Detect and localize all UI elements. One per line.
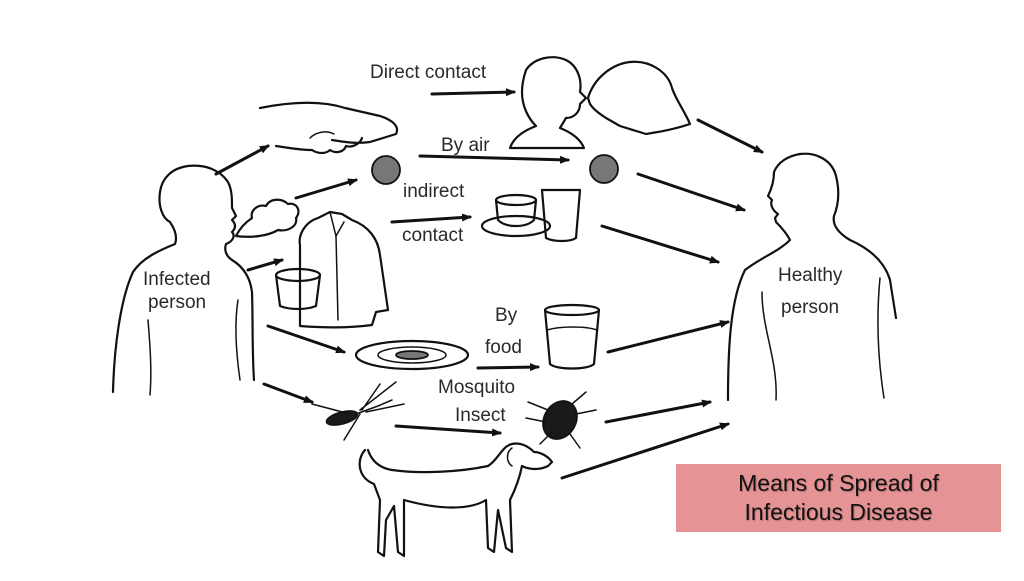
- arrow-insect-to-healthy: [604, 399, 712, 424]
- label-by: By: [495, 305, 518, 326]
- arrow-dog-to-healthy: [560, 422, 730, 480]
- label-indirect: indirect: [403, 181, 465, 202]
- dog-icon: [358, 442, 554, 558]
- label-by-air: By air: [441, 135, 490, 156]
- arrow-to-mosquito: [262, 382, 314, 404]
- cough-cloud-icon: [234, 198, 300, 238]
- label-direct-contact: Direct contact: [370, 62, 487, 83]
- cup-saucer-icon: [480, 193, 552, 238]
- arrow-to-clothing: [246, 258, 284, 272]
- arrow-food-to-healthy: [606, 320, 730, 354]
- arrow-direct-contact: [430, 88, 516, 97]
- mosquito-icon: [311, 381, 405, 441]
- infected-person-icon: [111, 164, 256, 396]
- kissing-couple-icon: [508, 56, 692, 150]
- arrow-to-plate: [266, 324, 346, 354]
- beetle-icon: [525, 391, 597, 449]
- handshake-icon: [258, 101, 399, 155]
- arrow-to-handshake: [214, 144, 270, 176]
- arrow-indirect-contact: [390, 213, 472, 224]
- arrow-to-air-particle: [294, 178, 358, 200]
- droplet-particle-icon: [371, 154, 619, 185]
- label-insect: Insect: [455, 405, 506, 426]
- label-infected-person: person: [148, 292, 207, 313]
- diagram-title-line-1: Means of Spread of: [738, 470, 939, 496]
- diagram-title-line-2: Infectious Disease: [744, 499, 933, 525]
- water-glass-icon: [543, 303, 601, 370]
- label-healthy-person: person: [781, 297, 840, 318]
- label-healthy: Healthy: [778, 265, 843, 286]
- arrows: [214, 88, 764, 480]
- arrow-direct-to-healthy: [696, 118, 764, 154]
- arrow-air-to-healthy: [636, 172, 746, 212]
- plate-icon: [354, 339, 470, 371]
- healthy-person-icon: [726, 152, 898, 402]
- label-contact: contact: [402, 225, 464, 246]
- diagram-title-box: Means of Spread of Infectious Disease: [676, 464, 1001, 532]
- label-mosquito: Mosquito: [438, 377, 516, 398]
- label-infected: Infected: [143, 269, 211, 290]
- arrow-by-air: [418, 154, 570, 164]
- arrow-insect: [394, 424, 502, 437]
- arrow-indirect-to-healthy: [600, 224, 720, 264]
- clothing-icon: [298, 210, 390, 329]
- arrow-by-food: [476, 363, 540, 372]
- label-food: food: [485, 337, 522, 358]
- glass-icon: [540, 188, 582, 243]
- bucket-icon: [274, 267, 322, 311]
